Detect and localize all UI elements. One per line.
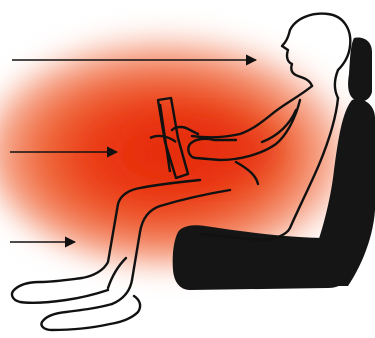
seat-headrest (348, 38, 372, 102)
driver-foot-upper (12, 278, 108, 303)
